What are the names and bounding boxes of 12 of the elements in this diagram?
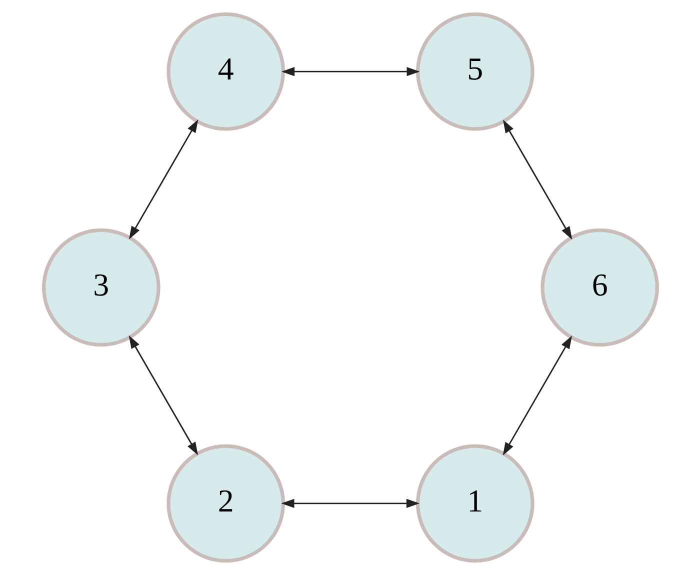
node-circle: 5: [415, 12, 534, 131]
node-circle: 6: [540, 228, 658, 347]
arrow: [502, 336, 572, 456]
node-circle: 1: [415, 444, 534, 563]
arrow: [280, 66, 420, 76]
node-circle: 2: [166, 444, 285, 563]
node-circle: 3: [42, 228, 160, 347]
arrow: [128, 119, 198, 240]
arrow: [502, 120, 572, 240]
node-circle: 4: [166, 12, 285, 131]
arrow: [280, 498, 420, 508]
arrow: [128, 335, 198, 456]
